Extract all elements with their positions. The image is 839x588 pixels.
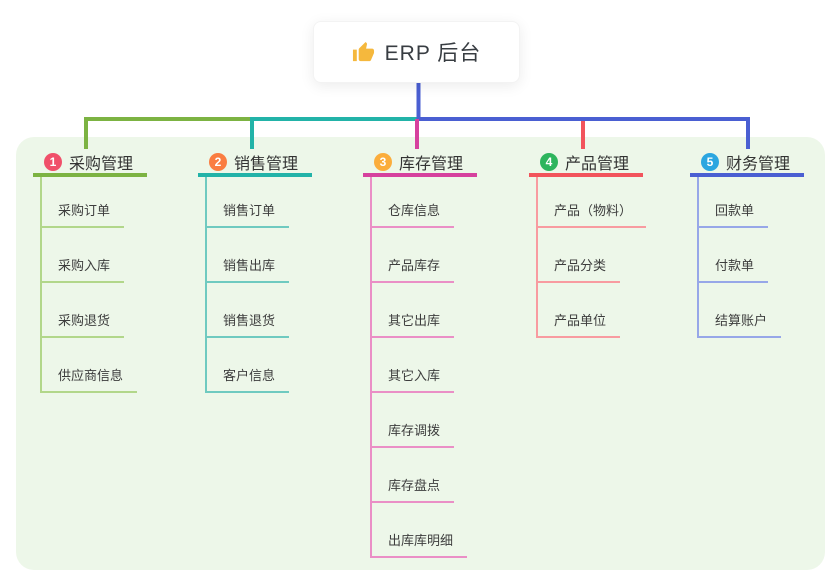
child-node[interactable]: 客户信息 xyxy=(207,338,290,393)
branch-node[interactable]: 2 销售管理 xyxy=(198,148,312,177)
branch-node[interactable]: 5 财务管理 xyxy=(690,148,804,177)
root-node[interactable]: ERP 后台 xyxy=(313,21,520,83)
connector-branch-product xyxy=(417,117,585,149)
branch-column-4: 4 产品管理产品（物料）产品分类产品单位 xyxy=(529,148,647,338)
child-node[interactable]: 采购订单 xyxy=(42,177,125,228)
branch-title: 财务管理 xyxy=(726,155,791,173)
child-node[interactable]: 其它入库 xyxy=(372,338,455,393)
branch-title: 销售管理 xyxy=(234,155,299,173)
branch-column-5: 5 财务管理回款单付款单结算账户 xyxy=(690,148,804,338)
root-node-title: ERP 后台 xyxy=(384,42,482,65)
branch-children: 仓库信息产品库存其它出库其它入库库存调拨库存盘点出库库明细 xyxy=(370,177,477,558)
child-node[interactable]: 库存盘点 xyxy=(372,448,455,503)
child-node[interactable]: 产品分类 xyxy=(538,228,621,283)
branch-node[interactable]: 4 产品管理 xyxy=(529,148,643,177)
child-node[interactable]: 库存调拨 xyxy=(372,393,455,448)
branch-children: 采购订单采购入库采购退货供应商信息 xyxy=(40,177,147,393)
branch-number-badge: 2 xyxy=(209,152,227,171)
child-node[interactable]: 产品单位 xyxy=(538,283,621,338)
branch-children: 回款单付款单结算账户 xyxy=(697,177,804,338)
child-node[interactable]: 采购入库 xyxy=(42,228,125,283)
branch-title: 采购管理 xyxy=(69,155,134,173)
child-node[interactable]: 销售出库 xyxy=(207,228,290,283)
child-node[interactable]: 销售退货 xyxy=(207,283,290,338)
branches-panel xyxy=(16,137,825,570)
child-node[interactable]: 供应商信息 xyxy=(42,338,138,393)
child-node[interactable]: 出库库明细 xyxy=(372,503,468,558)
branch-number-badge: 3 xyxy=(374,152,392,171)
child-node[interactable]: 产品（物料） xyxy=(538,177,647,228)
branch-children: 产品（物料）产品分类产品单位 xyxy=(536,177,647,338)
child-node[interactable]: 回款单 xyxy=(699,177,769,228)
branch-children: 销售订单销售出库销售退货客户信息 xyxy=(205,177,312,393)
child-node[interactable]: 采购退货 xyxy=(42,283,125,338)
branch-title: 产品管理 xyxy=(565,155,630,173)
thumbs-up-icon xyxy=(352,41,374,61)
child-node[interactable]: 结算账户 xyxy=(699,283,782,338)
branch-column-3: 3 库存管理仓库信息产品库存其它出库其它入库库存调拨库存盘点出库库明细 xyxy=(363,148,477,558)
connector-branch-finance xyxy=(417,117,750,149)
branch-number-badge: 4 xyxy=(540,152,558,171)
branch-title: 库存管理 xyxy=(399,155,464,173)
branch-number-badge: 1 xyxy=(44,152,62,171)
child-node[interactable]: 销售订单 xyxy=(207,177,290,228)
branch-column-1: 1 采购管理采购订单采购入库采购退货供应商信息 xyxy=(33,148,147,393)
child-node[interactable]: 其它出库 xyxy=(372,283,455,338)
branch-column-2: 2 销售管理销售订单销售出库销售退货客户信息 xyxy=(198,148,312,393)
child-node[interactable]: 付款单 xyxy=(699,228,769,283)
branch-node[interactable]: 3 库存管理 xyxy=(363,148,477,177)
child-node[interactable]: 仓库信息 xyxy=(372,177,455,228)
branch-node[interactable]: 1 采购管理 xyxy=(33,148,147,177)
child-node[interactable]: 产品库存 xyxy=(372,228,455,283)
branch-number-badge: 5 xyxy=(701,152,719,171)
connector-branch-sales xyxy=(250,117,420,149)
